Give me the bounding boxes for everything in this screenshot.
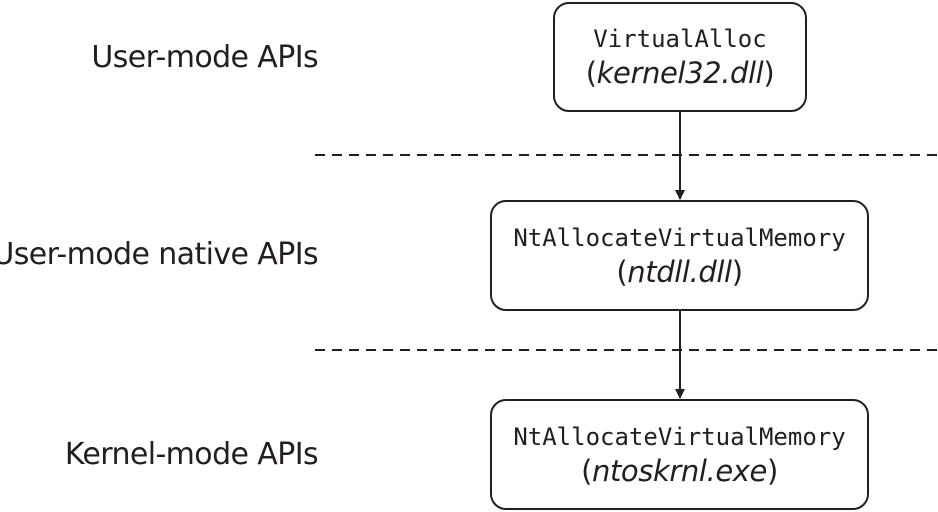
function-name: NtAllocateVirtualMemory: [513, 223, 846, 252]
function-name: VirtualAlloc: [593, 25, 767, 53]
api-box-virtualalloc: VirtualAlloc (kernel32.dll): [553, 2, 807, 112]
module-name: ntoskrnl.exe: [591, 453, 768, 488]
layer-label-user-mode: User-mode APIs: [91, 40, 318, 75]
module-line: (ntdll.dll): [616, 254, 743, 289]
layer-label-user-mode-native: User-mode native APIs: [0, 237, 319, 272]
module-line: (kernel32.dll): [585, 56, 775, 90]
module-name: kernel32.dll: [596, 56, 764, 90]
function-name: NtAllocateVirtualMemory: [513, 422, 846, 451]
module-line: (ntoskrnl.exe): [581, 453, 778, 488]
api-box-ntoskrnl: NtAllocateVirtualMemory (ntoskrnl.exe): [490, 399, 869, 510]
layer-label-kernel-mode: Kernel-mode APIs: [64, 437, 319, 472]
module-name: ntdll.dll: [627, 254, 732, 289]
api-box-ntdll: NtAllocateVirtualMemory (ntdll.dll): [490, 200, 869, 311]
